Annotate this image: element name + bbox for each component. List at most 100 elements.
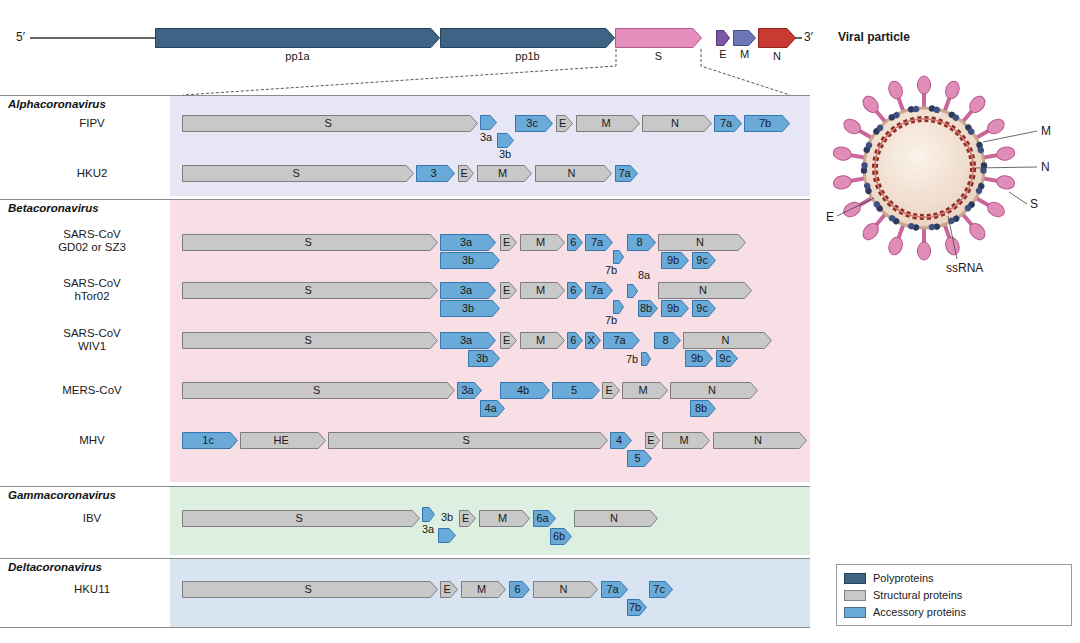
- gene-label: 3b: [462, 303, 474, 314]
- legend-swatch: [844, 590, 866, 601]
- arrow-shape: [156, 29, 440, 48]
- gene-label: 3a: [460, 335, 472, 346]
- leader-line: [1009, 192, 1027, 204]
- gene-label: M: [680, 435, 689, 446]
- genome-segment: S: [615, 28, 702, 48]
- gene-arrow: M: [479, 510, 530, 527]
- gene-label: 9c: [696, 303, 708, 314]
- gene-arrow: 3a: [440, 234, 496, 251]
- spike-protein: [980, 146, 1016, 165]
- gene-arrow: 7b: [744, 115, 790, 132]
- virus-name: SARS-CoV hTor02: [54, 277, 130, 303]
- arrow-shape: [655, 333, 681, 349]
- leader-line: [983, 131, 1037, 142]
- gene-label: N: [708, 385, 716, 396]
- genome-label: pp1a: [285, 51, 309, 62]
- virus-name: HKU11: [74, 583, 110, 596]
- gene-label: N: [722, 335, 730, 346]
- membrane-protein: [928, 105, 940, 114]
- genome-label: pp1b: [515, 51, 539, 62]
- leader-line: [837, 198, 874, 216]
- arrow-shape: [611, 433, 632, 449]
- gene-label: 7a: [591, 237, 603, 248]
- arrow-shape: [602, 582, 628, 598]
- arrow-shape: [441, 29, 615, 48]
- membrane-protein: [975, 182, 985, 195]
- gene-arrow: 7b: [641, 352, 651, 366]
- part-label: M: [1041, 125, 1051, 138]
- gene-label: M: [536, 237, 545, 248]
- arrow-shape: [441, 582, 458, 598]
- gene-label: N: [568, 168, 576, 179]
- gene-arrow: M: [520, 332, 565, 349]
- arrow-outline: [641, 352, 651, 366]
- part-label: N: [1041, 161, 1050, 174]
- gene-label: 3c: [526, 118, 538, 129]
- gene-label: 3a: [422, 524, 434, 535]
- arrow-shape: [441, 301, 500, 317]
- gene-label: E: [503, 237, 510, 248]
- virus-name: MHV: [79, 434, 105, 447]
- gene-arrow: 7a: [585, 234, 613, 251]
- part-label: ssRNA: [946, 262, 983, 275]
- arrow-shape: [534, 511, 556, 527]
- arrow-shape: [646, 433, 660, 449]
- zoom-guide: [183, 49, 616, 95]
- membrane-protein: [907, 222, 919, 231]
- membrane-protein: [947, 214, 960, 226]
- arrow-shape: [241, 433, 326, 449]
- genome-line: [30, 37, 157, 39]
- membrane-protein: [887, 214, 900, 226]
- part-label: E: [826, 211, 834, 224]
- ssrna-coil: [875, 119, 973, 217]
- arrow-shape: [501, 235, 517, 251]
- gene-arrow: 6: [567, 234, 583, 251]
- gene-label: 7a: [613, 335, 625, 346]
- gene-arrow: N: [658, 234, 746, 251]
- gene-label: 7a: [606, 584, 618, 595]
- gene-arrow: E: [602, 382, 620, 399]
- arrow-outline: [438, 528, 456, 543]
- arrow-shape: [734, 31, 756, 46]
- gene-arrow: N: [574, 510, 658, 527]
- gene-arrow: 9c: [692, 300, 716, 317]
- gene-arrow: 7a: [585, 282, 613, 299]
- arrow-shape: [478, 166, 532, 182]
- gene-label: 7a: [618, 168, 630, 179]
- gene-label: 7a: [720, 118, 732, 129]
- gene-label: 9c: [719, 353, 731, 364]
- arrow-shape: [423, 508, 435, 522]
- gene-arrow: 3b: [438, 528, 456, 543]
- gene-label: 6: [570, 237, 576, 248]
- gene-arrow: 3a: [457, 382, 482, 399]
- arrow-shape: [498, 134, 514, 148]
- gene-label: 3: [431, 168, 437, 179]
- gene-label: N: [560, 584, 568, 595]
- arrow-outline: [733, 30, 756, 46]
- arrow-shape: [183, 116, 478, 132]
- gene-label: 3b: [476, 353, 488, 364]
- gene-arrow: N: [535, 165, 612, 182]
- gene-arrow: S: [182, 382, 455, 399]
- arrow-shape: [516, 116, 553, 132]
- gene-label: 9b: [667, 303, 679, 314]
- gene-label: 7b: [759, 118, 771, 129]
- zoom-guide: [701, 49, 790, 95]
- gene-arrow: 8: [654, 332, 681, 349]
- gene-arrow: 7a: [615, 165, 638, 182]
- gene-label: S: [313, 385, 320, 396]
- gene-label: 8: [663, 335, 669, 346]
- genome-segment: N: [758, 28, 796, 48]
- gene-arrow: 7b: [613, 250, 624, 264]
- gene-label: M: [498, 513, 507, 524]
- gene-arrow: 3b: [468, 350, 500, 367]
- gene-arrow: S: [328, 432, 608, 449]
- gene-label: S: [324, 118, 331, 129]
- membrane-protein: [863, 182, 873, 195]
- gene-arrow: S: [182, 165, 414, 182]
- virus-name: FIPV: [79, 117, 105, 130]
- gene-arrow: M: [461, 581, 506, 598]
- arrow-shape: [183, 333, 438, 349]
- gene-arrow: 7c: [649, 581, 673, 598]
- arrow-shape: [460, 511, 476, 527]
